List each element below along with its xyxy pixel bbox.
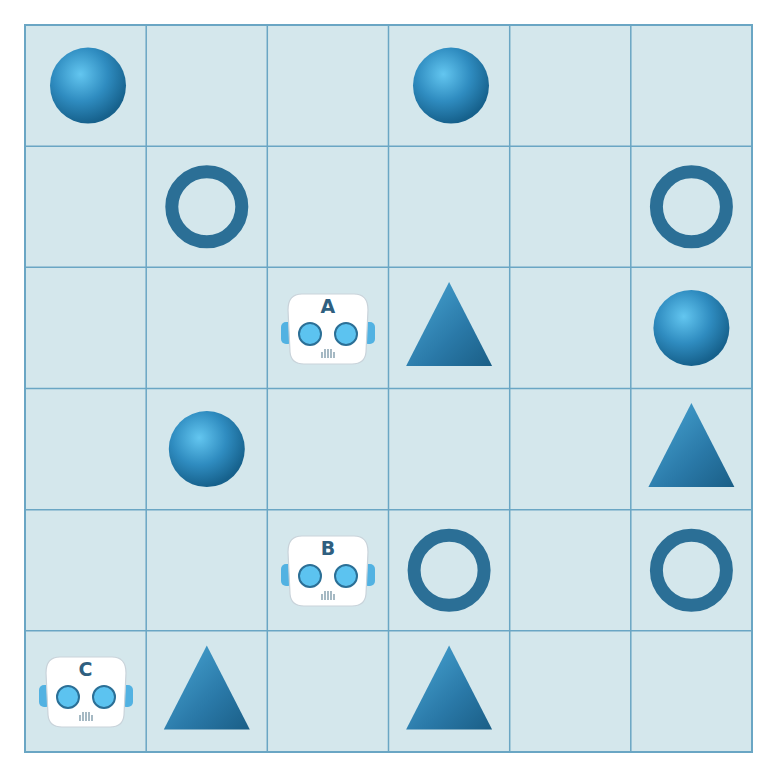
triangle-token bbox=[648, 403, 734, 487]
sphere-token bbox=[413, 48, 489, 124]
robot-eye bbox=[335, 323, 357, 345]
ring-token bbox=[172, 172, 242, 242]
robot-mouth bbox=[80, 712, 92, 721]
robot-eye bbox=[335, 565, 357, 587]
spheres bbox=[50, 48, 729, 488]
triangle-token bbox=[406, 282, 492, 366]
ring-token bbox=[656, 535, 726, 605]
robot-eye bbox=[299, 565, 321, 587]
sphere-token bbox=[653, 290, 729, 366]
robot-mouth bbox=[322, 349, 334, 358]
triangle-token bbox=[406, 645, 492, 729]
board-ground bbox=[25, 25, 752, 752]
robot-mouth bbox=[322, 591, 334, 600]
robot-piece: C bbox=[36, 651, 136, 731]
robot-eye bbox=[93, 686, 115, 708]
sphere-token bbox=[169, 411, 245, 487]
robot-eye bbox=[299, 323, 321, 345]
robot-piece: A bbox=[278, 288, 378, 368]
robot-letter: C bbox=[36, 651, 136, 679]
grid-lines bbox=[25, 25, 752, 752]
sphere-token bbox=[50, 48, 126, 124]
robot-piece: B bbox=[278, 530, 378, 610]
triangles bbox=[164, 282, 735, 730]
rings bbox=[172, 172, 727, 606]
robot-letter: A bbox=[278, 288, 378, 316]
ring-token bbox=[414, 535, 484, 605]
triangle-token bbox=[164, 645, 250, 729]
robot-eye bbox=[57, 686, 79, 708]
robot-letter: B bbox=[278, 530, 378, 558]
ring-token bbox=[656, 172, 726, 242]
